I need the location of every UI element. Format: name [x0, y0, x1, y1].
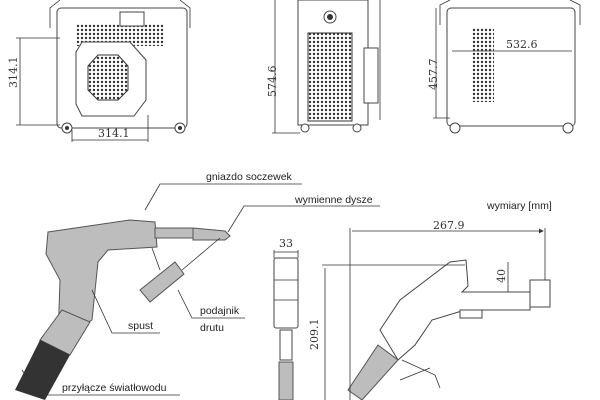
- dimension-gun-head-height: 40: [495, 269, 508, 283]
- callout-lens-socket: gniazdo soczewek: [206, 171, 293, 183]
- callout-line-wire-feeder: [177, 289, 245, 319]
- callout-line-nozzles: [227, 205, 380, 233]
- dimension-gun-length: 267.9: [433, 219, 465, 232]
- dimension-front-height: 574.6: [266, 66, 279, 98]
- welding-gun-side-view: [322, 228, 551, 400]
- callout-trigger: spust: [128, 320, 153, 332]
- machine-rear-view: [433, 0, 581, 134]
- callout-line-fiber-connector: [21, 369, 180, 396]
- welding-gun-perspective: [15, 219, 231, 400]
- callout-fiber-connector: przyłącze światłowodu: [62, 382, 167, 394]
- dimension-rear-height: 457.7: [427, 59, 440, 91]
- callout-line-lens-socket: [144, 183, 302, 211]
- callout-nozzles: wymienne dysze: [294, 194, 373, 206]
- callout-wire-feeder-line1: podajnik: [200, 305, 240, 317]
- dimension-rear-width: 532.6: [506, 38, 538, 51]
- callout-wire-feeder-line2: drutu: [200, 322, 224, 334]
- welding-gun-front-view: [273, 250, 299, 400]
- callout-line-trigger: [91, 289, 160, 334]
- dimension-gun-width: 33: [279, 237, 293, 250]
- dimension-side-height: 314.1: [7, 57, 20, 89]
- machine-front-view: [272, 0, 381, 134]
- dimension-side-width: 314.1: [98, 127, 130, 140]
- dimension-gun-height: 209.1: [308, 319, 321, 351]
- units-label: wymiary [mm]: [486, 200, 552, 212]
- machine-side-view: [16, 0, 191, 142]
